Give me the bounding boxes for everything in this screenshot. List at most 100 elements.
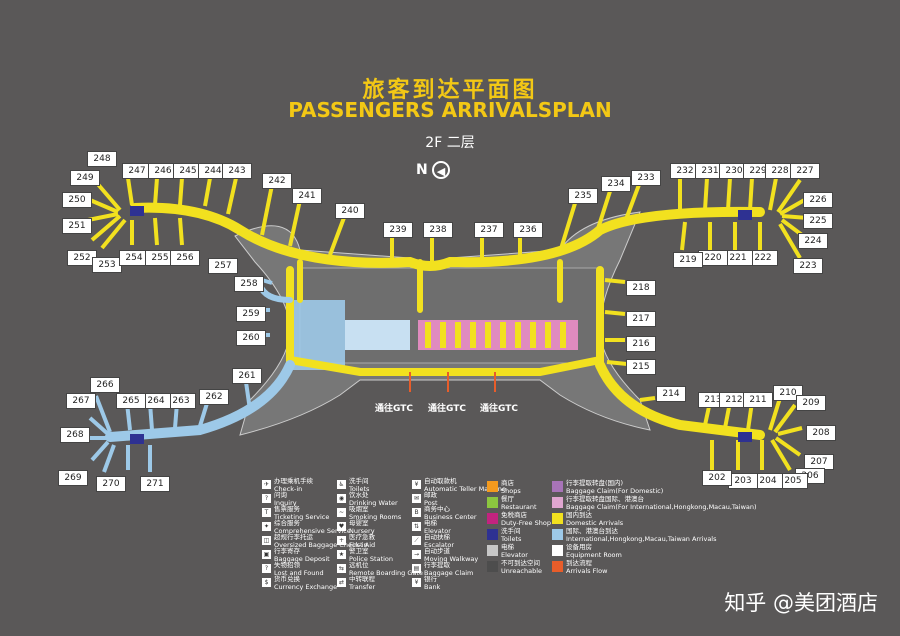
arrival-flow-arrows bbox=[409, 372, 496, 392]
gate-label: 256 bbox=[170, 250, 200, 266]
north-label: N bbox=[416, 162, 428, 178]
map-title-cn: 旅客到达平面图 bbox=[362, 78, 538, 103]
pier-arms-west bbox=[87, 177, 642, 264]
pier-nodes bbox=[130, 206, 752, 444]
lost-found-icon: ? bbox=[262, 563, 271, 573]
baggage-claim-icon: ▤ bbox=[412, 563, 421, 573]
gate-label: 216 bbox=[626, 336, 656, 352]
legend-swatch bbox=[487, 496, 498, 508]
inquiry-icon: ? bbox=[262, 493, 271, 503]
legend-swatch bbox=[552, 544, 563, 556]
gate-label: 228 bbox=[765, 163, 795, 179]
baggage-deposit-icon: ▣ bbox=[262, 549, 271, 559]
baggage-carousels-intl bbox=[345, 320, 410, 350]
gate-label: 265 bbox=[116, 393, 146, 409]
gate-label: 236 bbox=[513, 222, 543, 238]
gate-label: 269 bbox=[58, 470, 88, 486]
gate-label: 258 bbox=[234, 276, 264, 292]
gate-label: 224 bbox=[798, 233, 828, 249]
business-icon: B bbox=[412, 507, 421, 517]
gate-label: 239 bbox=[383, 222, 413, 238]
gate-label: 268 bbox=[60, 427, 90, 443]
post-icon: ✉ bbox=[412, 493, 421, 503]
gate-label: 249 bbox=[70, 170, 100, 186]
gate-label: 257 bbox=[208, 258, 238, 274]
map-title-en: PASSENGERS ARRIVALSPLAN bbox=[288, 98, 612, 122]
gate-label: 209 bbox=[796, 395, 826, 411]
gate-label: 218 bbox=[626, 280, 656, 296]
gate-label: 203 bbox=[728, 473, 758, 489]
remote-gate-icon: ⇆ bbox=[337, 563, 346, 573]
gate-label: 250 bbox=[62, 192, 92, 208]
gate-label: 266 bbox=[90, 377, 120, 393]
gate-label: 248 bbox=[87, 151, 117, 167]
gate-label: 260 bbox=[236, 330, 266, 346]
legend-swatch bbox=[487, 528, 498, 540]
gate-label: 202 bbox=[702, 470, 732, 486]
compass-arrow-icon: ◀ bbox=[432, 161, 450, 179]
gate-label: 234 bbox=[601, 176, 631, 192]
service-icon: ✦ bbox=[262, 521, 271, 531]
check-in-icon: ✈ bbox=[262, 479, 271, 489]
gate-label: 214 bbox=[656, 386, 686, 402]
gtc-exit-label: 通往GTC bbox=[480, 404, 518, 414]
atm-icon: ¥ bbox=[412, 479, 421, 489]
oversize-baggage-icon: ◫ bbox=[262, 535, 271, 545]
gate-label: 262 bbox=[199, 389, 229, 405]
ticket-icon: T bbox=[262, 507, 271, 517]
legend-swatch bbox=[552, 496, 563, 508]
legend-swatch bbox=[552, 560, 563, 572]
watermark: 知乎 @美团酒店 bbox=[724, 591, 878, 615]
water-icon: ◉ bbox=[337, 493, 346, 503]
first-aid-icon: + bbox=[337, 535, 346, 545]
transfer-icon: ⇄ bbox=[337, 577, 346, 587]
gate-label: 270 bbox=[96, 476, 126, 492]
gate-label: 223 bbox=[793, 258, 823, 274]
gate-label: 217 bbox=[626, 311, 656, 327]
gtc-exit-label: 通往GTC bbox=[428, 404, 466, 414]
police-icon: ★ bbox=[337, 549, 346, 559]
gate-label: 233 bbox=[631, 170, 661, 186]
gate-label: 237 bbox=[474, 222, 504, 238]
gate-label: 252 bbox=[67, 250, 97, 266]
floor-label: 2F 二层 bbox=[425, 135, 475, 151]
legend-swatch bbox=[552, 512, 563, 524]
